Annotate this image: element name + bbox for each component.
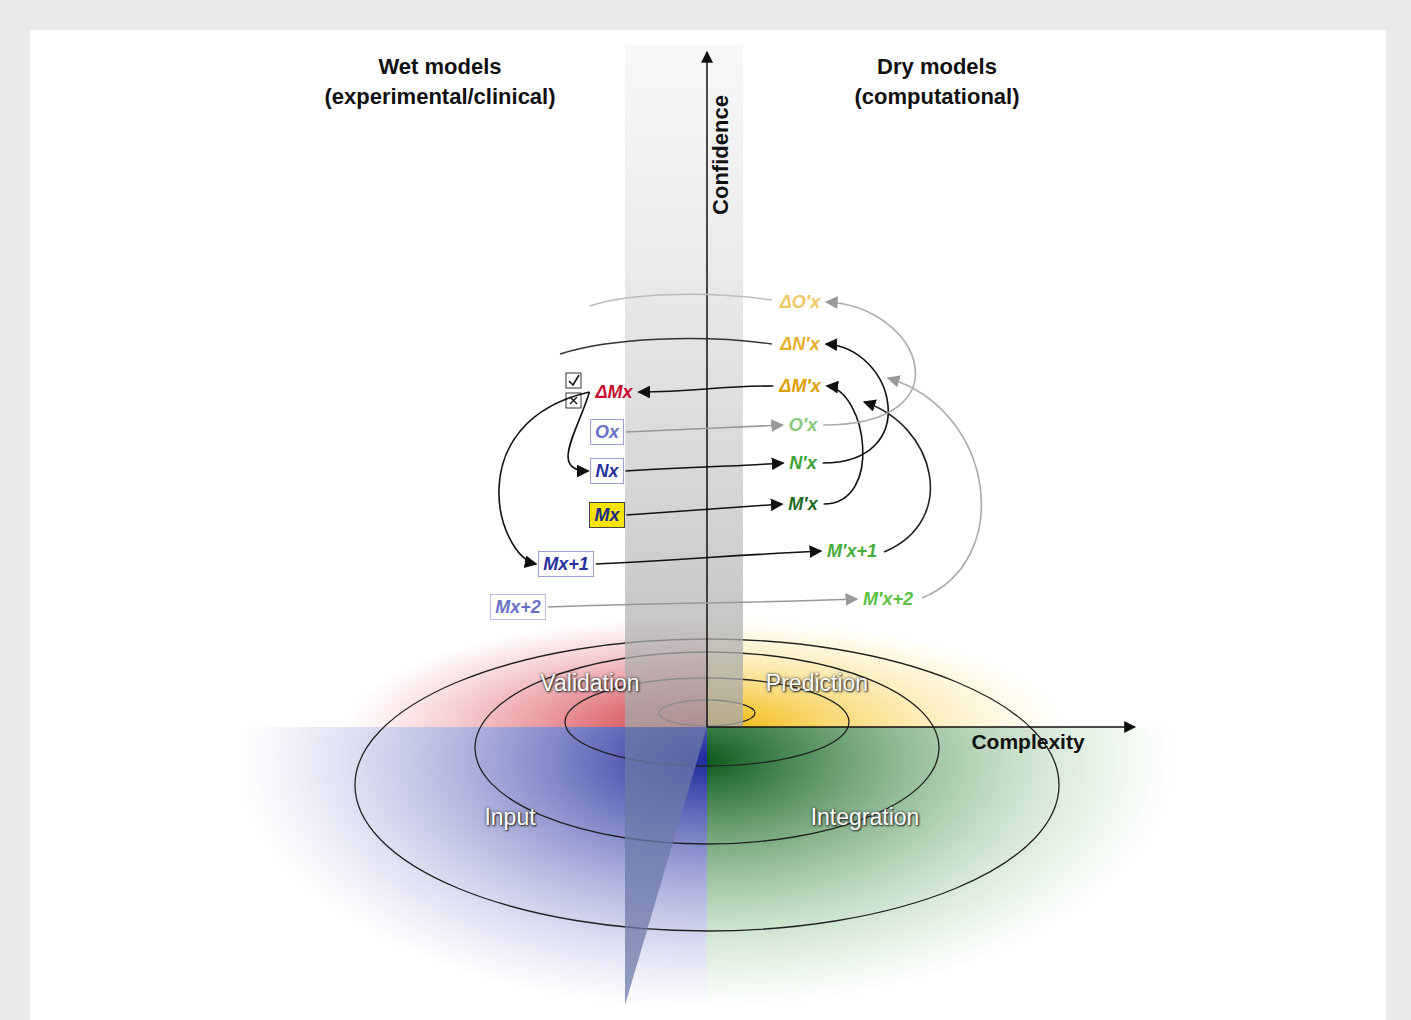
stage-text: Mx+1: [543, 553, 589, 575]
stage-label: M′x: [784, 492, 821, 516]
stage-text: N′x: [789, 452, 816, 474]
spiral-arrow: [499, 392, 590, 564]
stage-text: ΔM′x: [779, 375, 820, 397]
stage-text: M′x+1: [827, 540, 877, 562]
quadrant-label: Input: [484, 804, 535, 831]
stage-box: Ox: [590, 419, 624, 445]
spiral-arrow: [639, 386, 774, 392]
spiral-arrow: [568, 392, 589, 471]
complexity-axis: [707, 726, 1135, 728]
stage-label: M′x+1: [823, 539, 881, 563]
stage-label: ΔN′x: [776, 332, 823, 356]
spiral-arrow: [627, 504, 783, 515]
stage-label: ΔM′x: [775, 374, 824, 398]
quadrant-label: Prediction: [766, 670, 868, 697]
column-heading: Dry models (computational): [807, 52, 1067, 112]
stage-label: M′x+2: [859, 587, 917, 611]
quadrant-label: Validation: [540, 670, 639, 697]
stage-label: ΔMx: [591, 380, 636, 404]
axis-title: Confidence: [708, 95, 734, 215]
spiral-arrow: [824, 386, 863, 504]
open-spiral-arcs: [560, 294, 981, 598]
plane-shadow: [625, 727, 707, 1005]
stage-text: ΔMx: [595, 381, 632, 403]
stage-text: M′x+2: [863, 588, 913, 610]
stage-text: Nx: [595, 460, 618, 482]
spiral-arrow: [596, 551, 821, 564]
stage-text: Mx+2: [495, 596, 541, 618]
stage-text: Ox: [595, 421, 619, 443]
check-boxes: [566, 373, 581, 408]
stage-text: M′x: [788, 493, 817, 515]
spiral-arrow: [626, 463, 784, 471]
spiral-arrow: [823, 344, 889, 463]
quadrant-label: Integration: [811, 804, 920, 831]
stage-box: Mx: [589, 502, 624, 528]
stage-box: Nx: [590, 458, 623, 484]
stage-text: Mx: [594, 504, 619, 526]
stage-box: Mx+1: [538, 551, 594, 577]
spiral-arrow: [548, 599, 857, 607]
axis-title: Complexity: [971, 730, 1084, 754]
stage-box: Mx+2: [490, 594, 546, 620]
stage-label: ΔO′x: [776, 290, 824, 314]
spiral-arrow: [626, 425, 783, 432]
spiral-arrow: [823, 302, 915, 425]
stage-label: N′x: [785, 451, 820, 475]
stage-text: O′x: [789, 414, 817, 436]
stage-text: ΔN′x: [780, 333, 819, 355]
stage-text: ΔO′x: [780, 291, 820, 313]
stage-label: O′x: [785, 413, 821, 437]
column-heading: Wet models (experimental/clinical): [275, 52, 605, 112]
dividing-plane: [625, 45, 743, 727]
